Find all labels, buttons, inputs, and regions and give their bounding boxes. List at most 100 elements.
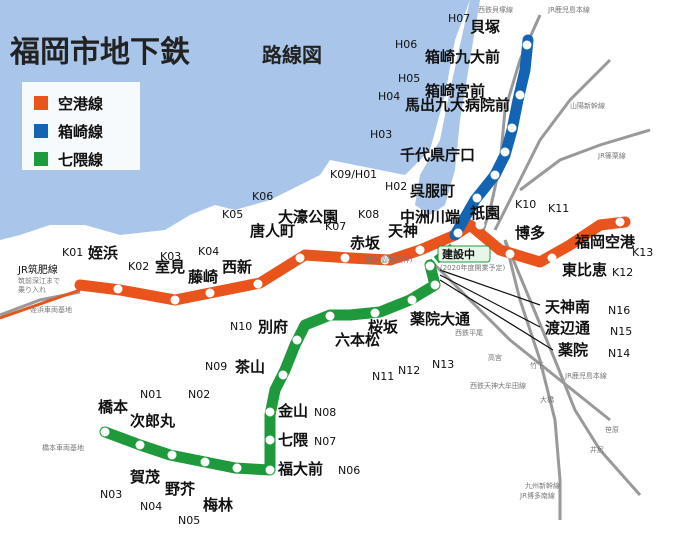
construction-badge: 建設中 (2020年度開業予定): [437, 245, 506, 272]
jr-chikuhi-label: JR筑肥線: [17, 263, 58, 276]
construction-note: (2020年度開業予定): [440, 263, 506, 272]
station-name-ropponmatsu: 六本松: [335, 331, 380, 349]
station-name-nakasukawabata: 中洲川端: [400, 208, 460, 226]
subway-stub-lines: [0, 288, 81, 320]
meinohama-depot-label: 姪浜車両基地: [30, 305, 72, 314]
station-code-N01: N01: [140, 388, 162, 401]
station-code-N04: N04: [140, 500, 162, 513]
station-code-N16: N16: [608, 304, 630, 317]
station-dots: [100, 40, 625, 475]
legend: 空港線 箱崎線 七隈線: [22, 82, 140, 170]
jr-kagoshima-top-label: JR鹿児島本線: [547, 5, 590, 14]
station-code-N15: N15: [610, 325, 632, 338]
sea-area: [0, 0, 470, 240]
jr-kagoshima-bottom-label: JR鹿児島本線: [564, 371, 607, 380]
station-code-N03: N03: [100, 488, 122, 501]
station-code-K08: K08: [358, 208, 379, 221]
station-code-H06: H06: [395, 38, 417, 51]
station-code-N05: N05: [178, 514, 200, 527]
station-name-tojinmachi: 唐人町: [250, 222, 295, 240]
leader-lines: [439, 269, 554, 351]
station-name-tenjin-minami: 天神南: [545, 298, 590, 316]
station-code-K07: K07: [325, 220, 346, 233]
station-name-jiromaru: 次郎丸: [130, 412, 176, 430]
station-code-N13: N13: [432, 358, 454, 371]
station-name-higashihie: 東比恵: [562, 261, 607, 279]
legend-label-nanakuma: 七隈線: [58, 151, 103, 169]
nishitetsu-hirao-label: 西鉄平尾: [455, 328, 483, 337]
takamiya-label: 高宮: [488, 353, 502, 362]
station-code-N06: N06: [338, 464, 360, 477]
hakozaki-station-labels: H02 呉服町 H03 千代県庁口 H04 馬出九大病院前 H05 箱崎宮前 H…: [370, 12, 510, 200]
station-name-hashimoto: 橋本: [98, 398, 128, 416]
station-code-K03: K03: [160, 250, 181, 263]
station-name-fukuoka-kuko: 福岡空港: [574, 233, 636, 251]
station-code-K13: K13: [632, 246, 653, 259]
legend-label-kuko: 空港線: [58, 95, 103, 113]
station-name-akasaka: 赤坂: [350, 234, 381, 252]
nanakuma-line: [99, 259, 441, 476]
legend-swatch-hakozaki: [34, 124, 48, 138]
construction-label: 建設中: [442, 247, 475, 261]
station-name-hakozakimiyamae: 箱崎宮前: [425, 82, 485, 100]
station-name-maidashi: 馬出九大病院前: [405, 96, 510, 114]
station-name-noke: 野芥: [165, 480, 196, 498]
station-name-nanakuma: 七隈: [278, 431, 309, 449]
sasabaru-label: 笹原: [605, 425, 619, 434]
station-name-nishijin: 西新: [222, 258, 252, 276]
sanyo-shinkansen-label: 山陽新幹線: [570, 101, 605, 110]
station-code-N10: N10: [230, 320, 252, 333]
station-code-H07: H07: [448, 12, 470, 25]
station-code-H05: H05: [398, 72, 420, 85]
station-name-umebayashi: 梅林: [203, 496, 234, 514]
station-name-meinohama: 姪浜: [88, 244, 118, 262]
jr-chikuhi-note: 筑前深江まで: [18, 276, 60, 285]
station-name-hakozaki-kyudaimae: 箱崎九大前: [425, 48, 500, 66]
station-code-H02: H02: [385, 180, 407, 193]
station-name-watanabedori: 渡辺通: [545, 319, 590, 337]
station-code-H04: H04: [378, 90, 400, 103]
ijiri-label: 井尻: [590, 445, 604, 454]
station-name-yakuin: 薬院: [557, 341, 588, 359]
station-name-gion: 祇園: [469, 204, 500, 222]
station-code-N09: N09: [205, 360, 227, 373]
legend-swatch-nanakuma: [34, 152, 48, 166]
station-name-kanayama: 金山: [277, 402, 308, 420]
station-code-K11: K11: [548, 202, 569, 215]
station-name-tenjin: 天神: [388, 222, 418, 240]
nishitetsu-tenjin-label: 西鉄福岡(天神): [365, 255, 413, 264]
station-code-K04: K04: [198, 245, 219, 258]
station-name-befu: 別府: [257, 318, 288, 336]
nishitetsu-kaizuka-label: 西鉄貝塚線: [478, 5, 513, 14]
jr-hakata-minami-label: JR博多南線: [519, 491, 555, 500]
station-code-N08: N08: [314, 406, 336, 419]
nishitetsu-omuta-label: 西鉄天神大牟田線: [470, 381, 526, 390]
station-code-K09: K09/H01: [330, 168, 377, 181]
station-code-N12: N12: [398, 364, 420, 377]
ohashi-label: 大橋: [540, 395, 554, 404]
jr-sasaguri-label: JR篠栗線: [597, 151, 626, 160]
station-code-K10: K10: [515, 198, 536, 211]
other-labels: JR筑肥線 筑前深江まで 乗り入れ 姪浜車両基地 橋本車両基地 西鉄貝塚線 JR…: [17, 5, 626, 500]
station-code-K01: K01: [62, 246, 83, 259]
jr-chikuhi-note2: 乗り入れ: [18, 285, 46, 294]
legend-label-hakozaki: 箱崎線: [58, 123, 103, 141]
takeshita-label: 竹下: [530, 361, 544, 370]
station-code-K12: K12: [612, 266, 633, 279]
station-code-N02: N02: [188, 388, 210, 401]
nanakuma-station-labels: 橋本 N01 次郎丸 N02 N03 賀茂 N04 野芥 N05 梅林 福大前 …: [98, 298, 632, 527]
station-code-H03: H03: [370, 128, 392, 141]
hashimoto-depot-label: 橋本車両基地: [42, 443, 84, 452]
station-code-K05: K05: [222, 208, 243, 221]
station-name-sakurazaka: 桜坂: [368, 318, 399, 336]
kuko-line: [74, 216, 631, 306]
kuko-station-labels: K01 姪浜 K02 室見 K03 藤崎 K04 西新 K05 唐人町 K06 …: [62, 168, 653, 286]
station-code-N11: N11: [372, 370, 394, 383]
station-name-kamo: 賀茂: [129, 468, 160, 486]
station-name-chayama: 茶山: [235, 358, 265, 376]
station-name-fukudaimae: 福大前: [277, 460, 323, 478]
legend-swatch-kuko: [34, 96, 48, 110]
sea-inlet: [415, 0, 480, 215]
